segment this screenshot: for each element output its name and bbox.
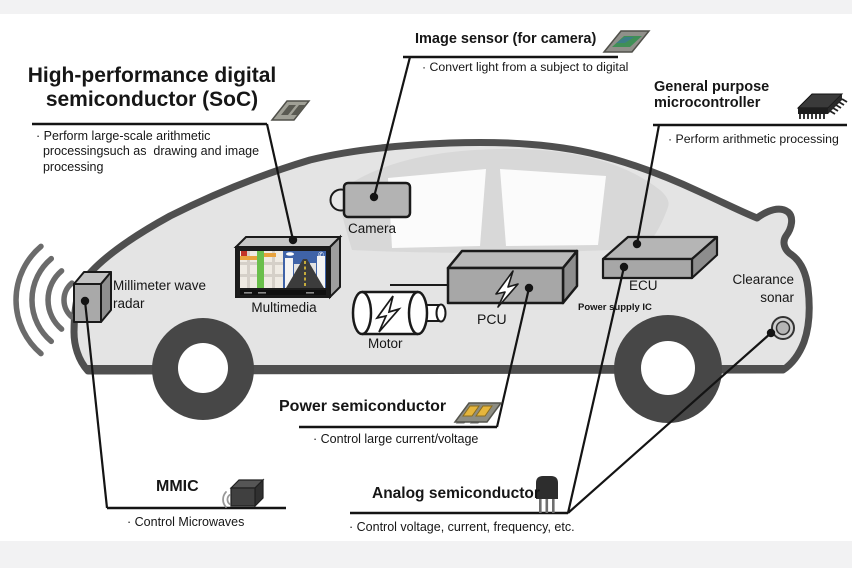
pcu bbox=[446, 249, 579, 308]
image-sensor-callout-desc: · Convert light from a subject to digita… bbox=[422, 60, 629, 74]
power-chip-icon bbox=[453, 402, 503, 424]
mmic-callout-desc: · Control Microwaves bbox=[127, 515, 245, 529]
map-marker bbox=[241, 251, 247, 256]
power-supply-ic-label: Power supply IC bbox=[578, 302, 652, 313]
front-wheel bbox=[152, 318, 254, 420]
millimeter-wave-radar bbox=[73, 271, 112, 323]
power-callout-desc: · Control large current/voltage bbox=[313, 432, 479, 446]
soc-chip-icon bbox=[270, 100, 311, 121]
lightning-bolt-icon bbox=[374, 295, 402, 333]
front-window bbox=[388, 169, 486, 248]
clearance-sonar bbox=[771, 316, 795, 340]
clearance-sonar-label: Clearance sonar bbox=[732, 272, 794, 305]
radar-label: Millimeter wave radar bbox=[113, 278, 207, 311]
mmic-callout-title: MMIC bbox=[156, 478, 199, 495]
top-letterbox bbox=[0, 0, 852, 14]
mmic-chip-icon bbox=[222, 478, 265, 508]
image-sensor-callout-title: Image sensor (for camera) bbox=[415, 31, 597, 47]
callout-underlines bbox=[32, 55, 847, 515]
motor-label: Motor bbox=[368, 336, 403, 351]
rear-window bbox=[500, 169, 606, 246]
microcontroller-callout-title: General purpose microcontroller bbox=[654, 79, 770, 112]
rear-wheel bbox=[614, 315, 722, 423]
multimedia-label: Multimedia bbox=[251, 300, 317, 315]
microcontroller-callout-desc: · Perform arithmetic processing bbox=[668, 132, 839, 146]
phone-icon: ✆ bbox=[318, 251, 324, 259]
ecu-label: ECU bbox=[629, 278, 658, 293]
soc-callout-desc: · Perform large-scale arithmetic process… bbox=[36, 129, 260, 174]
ecu bbox=[601, 235, 719, 280]
lightning-bolt-icon bbox=[495, 270, 519, 308]
image-sensor-chip-icon bbox=[602, 30, 651, 53]
radar-waves-icon bbox=[13, 243, 75, 357]
leader-dots bbox=[80, 192, 776, 338]
transistor-icon bbox=[536, 476, 558, 513]
callout-leader-lines bbox=[83, 56, 772, 514]
pcu-label: PCU bbox=[477, 311, 507, 327]
analog-callout-title: Analog semiconductor bbox=[372, 485, 540, 502]
microcontroller-chip-icon bbox=[796, 93, 848, 119]
analog-callout-desc: · Control voltage, current, frequency, e… bbox=[349, 520, 575, 534]
multimedia-display: ✆ bbox=[233, 234, 343, 300]
soc-callout-title: High-performance digital semiconductor (… bbox=[27, 64, 277, 112]
power-callout-title: Power semiconductor bbox=[279, 398, 447, 415]
bottom-letterbox bbox=[0, 541, 852, 568]
motor bbox=[351, 284, 452, 336]
camera-label: Camera bbox=[348, 221, 397, 236]
